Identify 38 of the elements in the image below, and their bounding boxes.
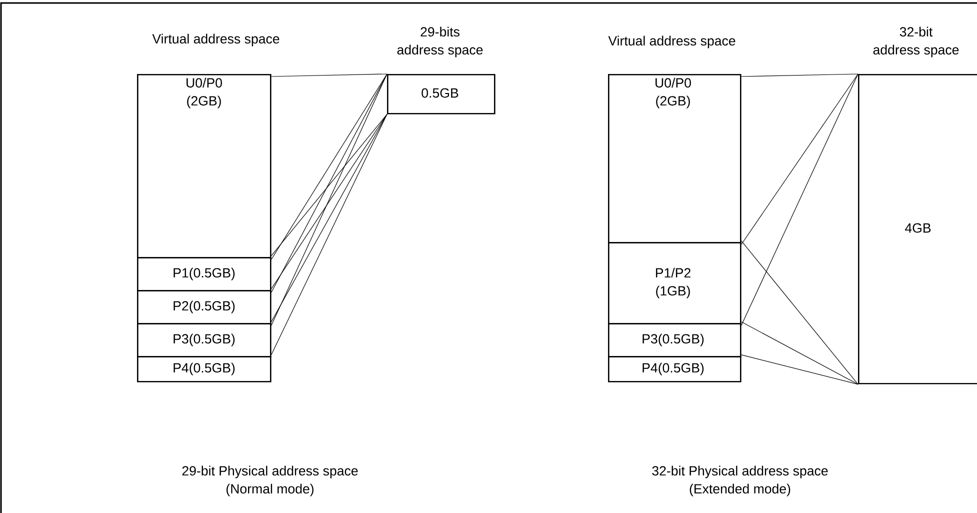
- heading: 32-bit address space: [873, 26, 959, 58]
- heading: 29-bits address space: [397, 26, 483, 58]
- memory-box: [137, 290, 272, 324]
- mapping-line: [741, 240, 858, 385]
- mapping-line: [271, 74, 388, 77]
- mapping-line: [271, 114, 388, 256]
- mapping-line: [741, 74, 858, 245]
- box-label: U0/P0 (2GB): [656, 78, 691, 108]
- box-label: P1(0.5GB): [174, 268, 235, 280]
- memory-box: [137, 257, 272, 292]
- heading: Virtual address space: [152, 34, 280, 46]
- box-label: P3(0.5GB): [642, 334, 704, 346]
- memory-box: [608, 242, 742, 324]
- mapping-line: [741, 322, 858, 385]
- caption: 32-bit Physical address space (Extended mode): [652, 466, 828, 496]
- box-label: P4(0.5GB): [642, 362, 704, 376]
- mapping-line: [271, 114, 388, 290]
- box-label: P3(0.5GB): [174, 334, 235, 346]
- memory-box: [387, 26, 496, 114]
- box-label: P2(0.5GB): [174, 300, 235, 314]
- mapping-line: [271, 74, 388, 260]
- memory-box: [137, 323, 272, 358]
- box-label: P4(0.5GB): [174, 362, 235, 376]
- memory-box: [858, 26, 977, 384]
- box-label: 4GB: [905, 223, 931, 233]
- heading: Virtual address space: [608, 36, 736, 48]
- mapping-line: [741, 74, 858, 326]
- memory-box: [608, 356, 742, 382]
- memory-box: [608, 74, 742, 244]
- memory-box: [137, 74, 272, 258]
- memory-box: [608, 323, 742, 358]
- mapping-line: [741, 354, 858, 385]
- caption: 29-bit Physical address space (Normal mode): [182, 466, 358, 496]
- box-label: 0.5GB: [422, 88, 458, 98]
- mapping-line: [741, 74, 858, 77]
- box-label: U0/P0 (2GB): [186, 78, 222, 108]
- memory-box: [137, 356, 272, 382]
- box-label: P1/P2 (1GB): [656, 268, 690, 298]
